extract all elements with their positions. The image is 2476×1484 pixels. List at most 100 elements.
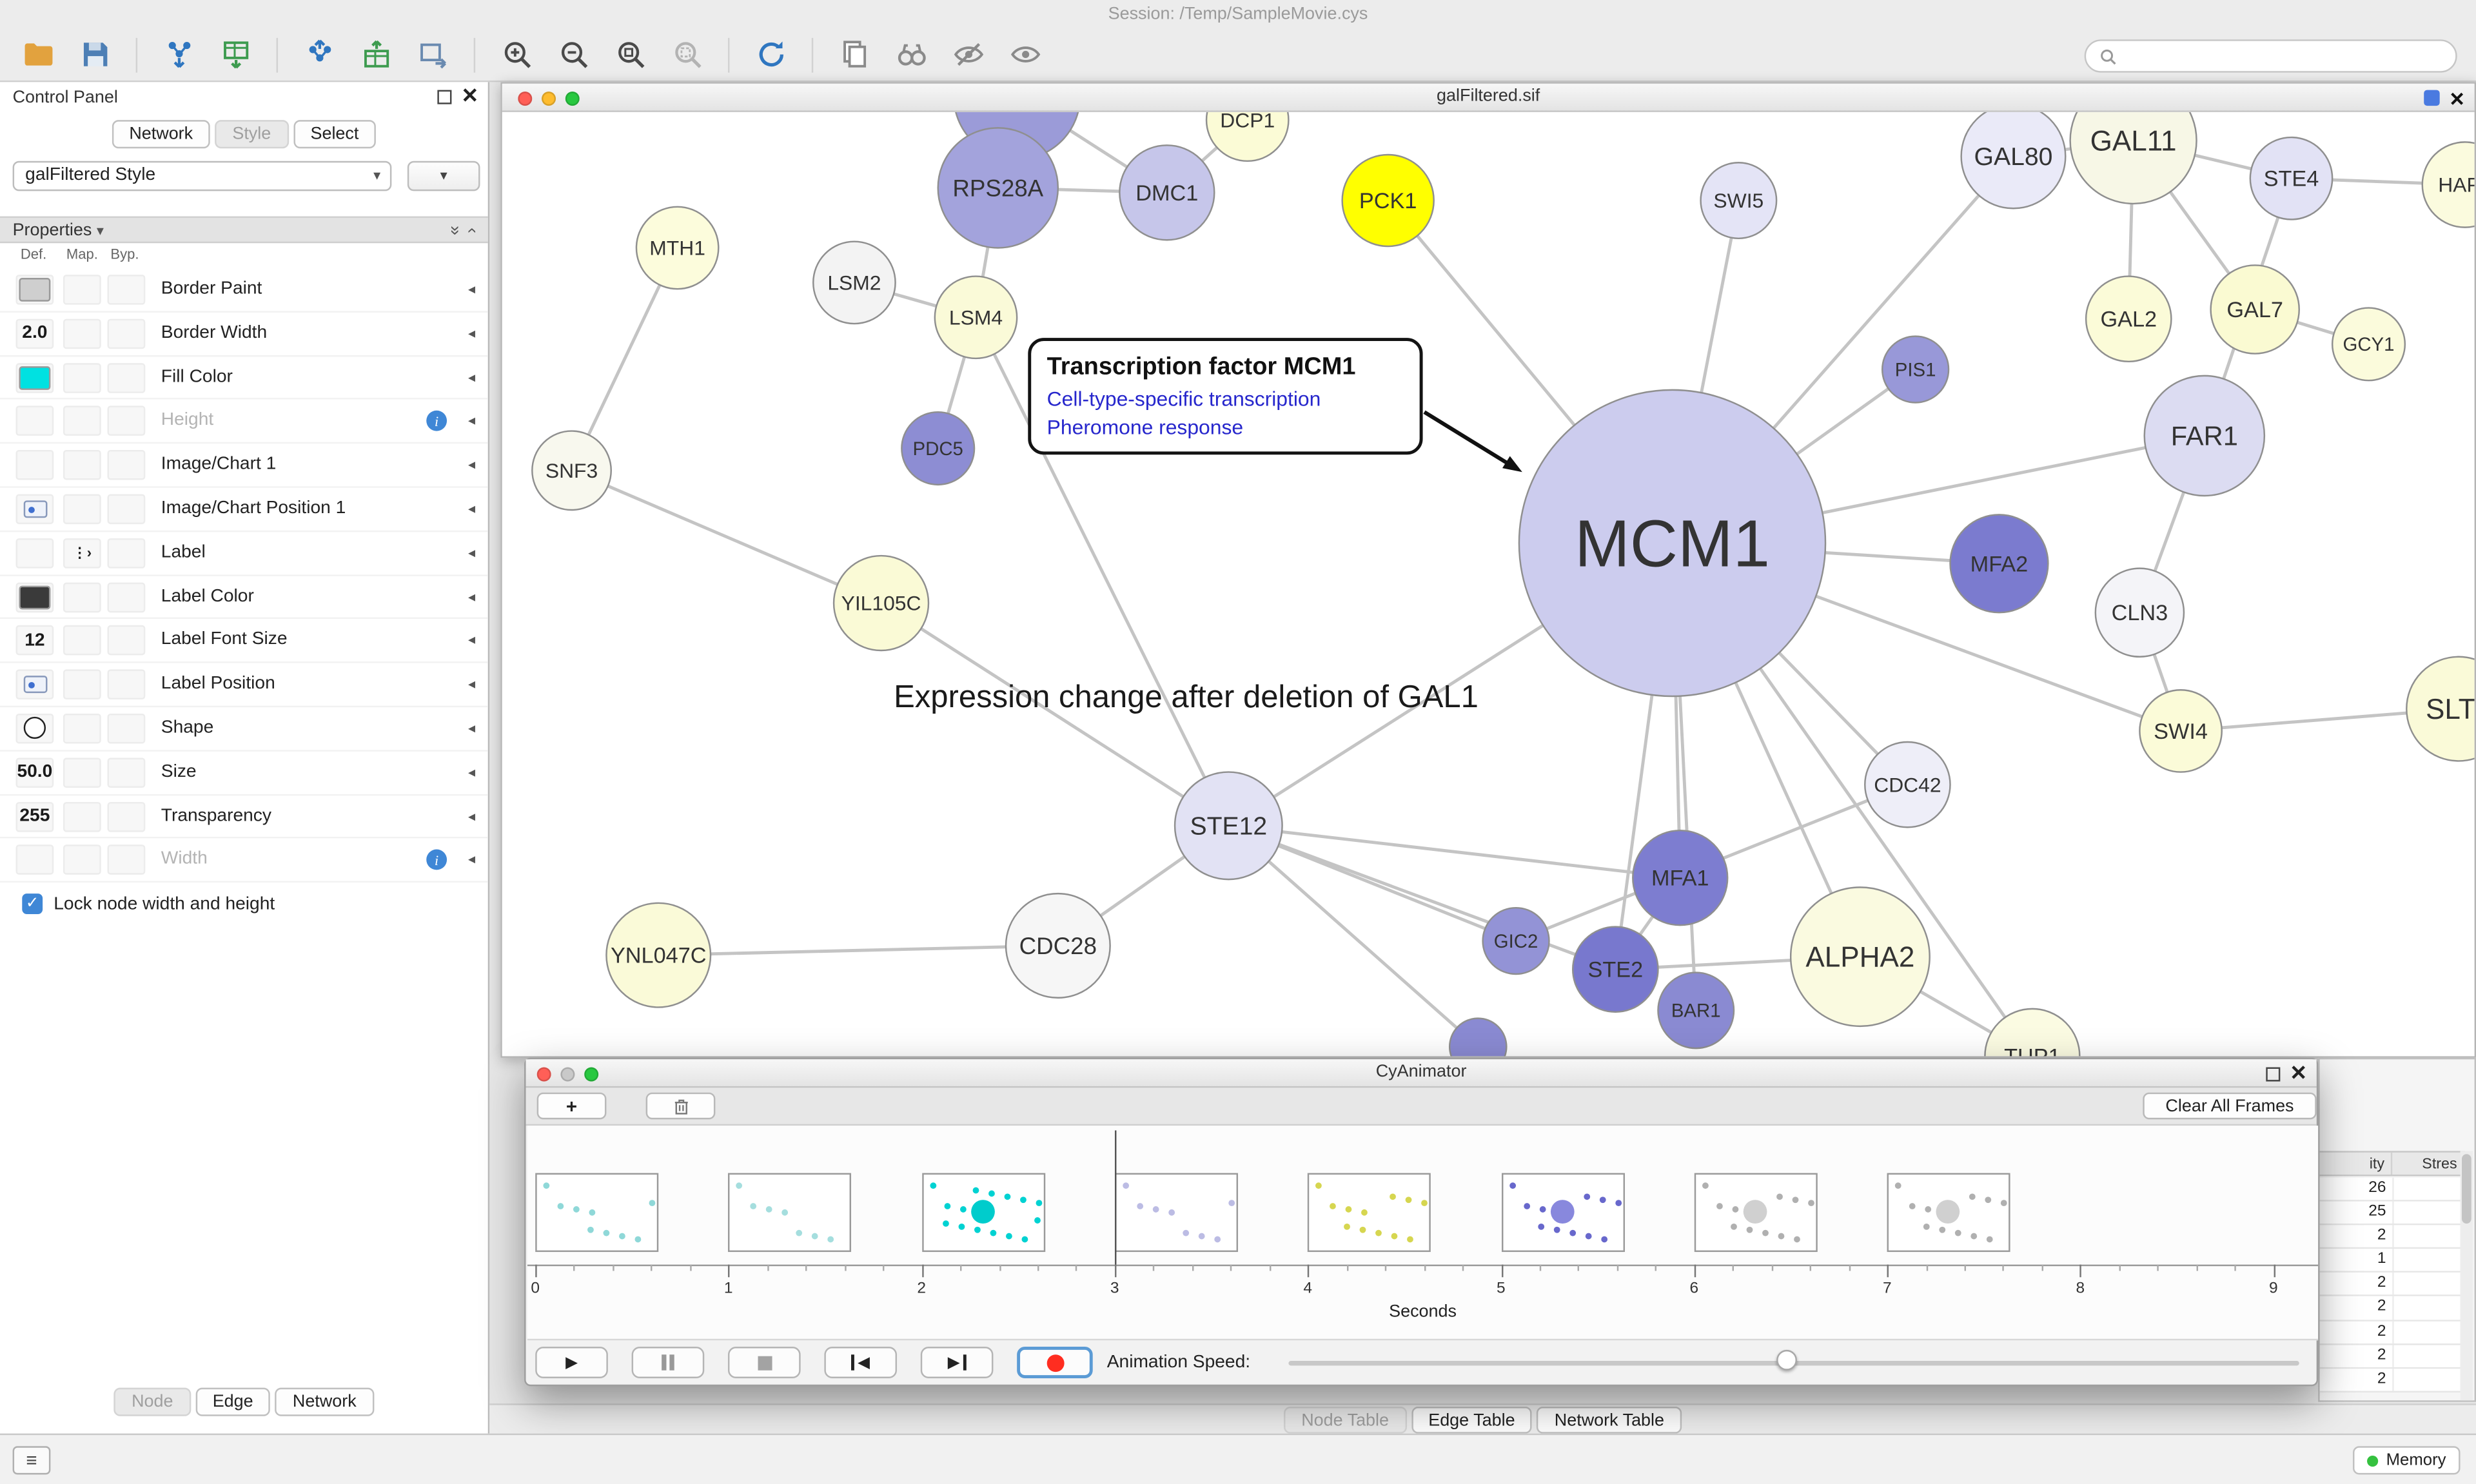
delete-frame-button[interactable] [645,1092,716,1120]
mapping-cell[interactable] [63,406,101,436]
minimize-window-icon[interactable] [542,92,556,106]
property-row-label-position[interactable]: Label Position◂ [0,663,488,708]
close-animator-icon[interactable]: ✕ [2290,1060,2307,1085]
mapping-cell[interactable] [63,713,101,744]
timeline-playhead[interactable] [1114,1130,1117,1265]
node-SLT2[interactable] [2406,656,2475,762]
node-GCY1[interactable] [2331,307,2406,382]
frame-thumbnail-5[interactable] [1500,1173,1624,1253]
copy-icon[interactable] [834,34,875,75]
float-panel-icon[interactable] [437,89,452,104]
network-canvas[interactable]: RPS28BRPS28ADMC1DCP1PCK1SWI5GAL80GAL11ST… [502,112,2475,1057]
mapping-cell[interactable] [63,450,101,480]
pause-button[interactable] [631,1346,705,1378]
zoom-fit-icon[interactable] [609,34,651,75]
tab-edge-style[interactable]: Edge [195,1387,271,1416]
import-table-icon[interactable] [215,34,256,75]
frame-thumbnail-4[interactable] [1308,1173,1431,1253]
tab-network-table[interactable]: Network Table [1537,1407,1682,1434]
expand-row-icon[interactable]: ◂ [468,588,476,604]
clear-all-frames-button[interactable]: Clear All Frames [2143,1092,2317,1120]
bypass-cell[interactable] [107,362,146,393]
node-CLN3[interactable] [2094,567,2185,658]
minimize-window-icon[interactable] [560,1067,575,1082]
node-DCP1[interactable] [1205,112,1290,162]
scrollbar-thumb[interactable] [2461,1154,2471,1224]
play-button[interactable]: ▶ [535,1346,608,1378]
property-row-label[interactable]: ⋮›Label◂ [0,532,488,576]
expand-row-icon[interactable]: ◂ [468,456,476,473]
node-SWI4[interactable] [2139,688,2223,773]
animator-titlebar[interactable]: CyAnimator ✕ [526,1059,2317,1088]
node-PIS1[interactable] [1881,335,1950,404]
default-value-cell[interactable] [15,406,54,436]
mapping-cell[interactable] [63,845,101,875]
property-row-shape[interactable]: Shape◂ [0,707,488,752]
bypass-cell[interactable] [107,494,146,525]
node-RPS28A[interactable] [937,127,1059,249]
canvas-caption[interactable]: Expression change after deletion of GAL1 [894,680,1479,716]
hide-selected-icon[interactable] [947,34,988,75]
column-stress[interactable]: Stres [2392,1152,2465,1175]
node-GIC2[interactable] [1482,906,1550,975]
node-YIL105C[interactable] [832,554,930,652]
node-SNF3[interactable] [531,430,612,511]
zoom-selected-icon[interactable] [666,34,707,75]
network-window-titlebar[interactable]: galFiltered.sif ✕ [502,83,2475,112]
default-value-cell[interactable] [15,450,54,480]
node-FAR1[interactable] [2143,375,2266,497]
mapping-cell[interactable] [63,581,101,612]
search-box[interactable] [2084,39,2457,73]
property-row-image-chart-position-1[interactable]: Image/Chart Position 1◂ [0,488,488,532]
node-STE12[interactable] [1174,771,1283,881]
first-neighbors-icon[interactable] [890,34,932,75]
default-value-cell[interactable]: 255 [15,801,54,832]
bypass-cell[interactable] [107,581,146,612]
search-input[interactable] [2125,46,2442,66]
float-window-icon[interactable] [2266,1066,2281,1081]
node-ALPHA2[interactable] [1789,886,1931,1028]
node-MFA1[interactable] [1632,829,1729,926]
zoom-in-icon[interactable] [496,34,537,75]
skip-start-button[interactable]: ◀ [824,1346,898,1378]
edge-STE12-NODE1[interactable] [1227,824,1479,1048]
edge-SNF3-YIL105C[interactable] [571,469,882,605]
default-value-cell[interactable] [15,581,54,612]
mapping-cell[interactable] [63,669,101,700]
default-value-cell[interactable] [15,669,54,700]
edge-YIL105C-STE12[interactable] [880,601,1230,827]
mapping-cell[interactable]: ⋮› [63,538,101,569]
default-value-cell[interactable] [15,494,54,525]
expand-row-icon[interactable]: ◂ [468,500,476,516]
show-all-icon[interactable] [1005,34,1046,75]
export-image-icon[interactable] [412,34,453,75]
table-row[interactable]: 2 [2319,1296,2465,1321]
expand-row-icon[interactable]: ◂ [468,807,476,824]
mapping-cell[interactable] [63,757,101,788]
bypass-cell[interactable] [107,801,146,832]
node-STE4[interactable] [2249,136,2334,220]
info-icon[interactable]: i [426,850,447,871]
expand-row-icon[interactable]: ◂ [468,413,476,429]
style-options-button[interactable]: ▾ [407,161,480,191]
node-MTH1[interactable] [635,206,720,290]
tab-node-style[interactable]: Node [114,1387,191,1416]
import-network-icon[interactable] [158,34,199,75]
frame-thumbnail-1[interactable] [728,1173,852,1253]
frame-thumbnail-3[interactable] [1114,1173,1238,1253]
node-CDC42[interactable] [1864,741,1951,828]
node-YNL047C[interactable] [605,902,712,1008]
close-panel-icon[interactable]: ✕ [461,83,479,108]
node-LSM2[interactable] [812,240,896,325]
table-scrollbar[interactable] [2460,1151,2473,1401]
node-LSM4[interactable] [934,275,1018,360]
table-row[interactable]: 25 [2319,1201,2465,1225]
close-window-icon[interactable] [518,92,533,106]
default-value-cell[interactable]: 2.0 [15,318,54,349]
node-MCM1[interactable] [1518,389,1827,698]
table-row[interactable]: 26 [2319,1177,2465,1202]
mapping-cell[interactable] [63,318,101,349]
